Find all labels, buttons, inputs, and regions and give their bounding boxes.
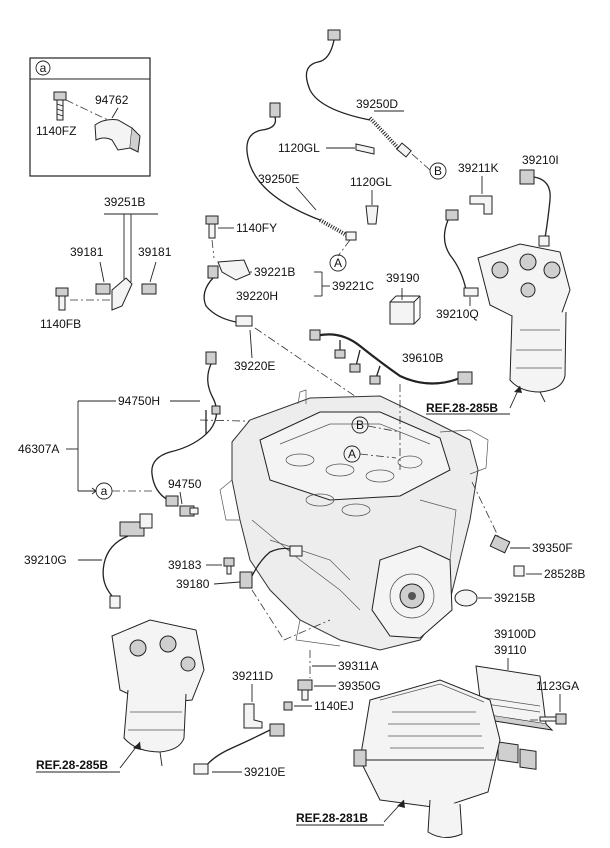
sensor-39210g (102, 513, 153, 609)
bolt-1140fy (205, 215, 219, 239)
sensor-39180 (239, 545, 303, 589)
ref-lower: REF.28-285B (36, 758, 108, 772)
label-1140fb: 1140FB (40, 317, 81, 331)
callout-b-1: B (434, 164, 442, 178)
label-39100d: 39100D (494, 627, 536, 641)
label-39250e: 39250E (258, 172, 299, 186)
inset-box: a 94762 1140FZ (29, 57, 151, 177)
sensor-39250e (246, 102, 357, 241)
sensor-39350f (489, 534, 511, 554)
ref-arrow-lower (119, 741, 141, 769)
callout-b-circle-1 (429, 162, 447, 180)
label-39220e: 39220E (234, 359, 275, 373)
label-46307a: 46307A (18, 442, 59, 456)
ecu-39100d (475, 665, 554, 770)
bracket-94762 (94, 119, 141, 153)
label-1140fz: 1140FZ (36, 124, 76, 138)
bracket-39211k (469, 195, 493, 215)
clip-39181-left (95, 283, 111, 295)
bracket-39251b (111, 277, 133, 311)
label-39250d: 39250D (356, 97, 398, 111)
exhaust-manifold-upper (477, 243, 571, 403)
callout-b-2: B (356, 418, 364, 432)
inset-marker-circle (35, 60, 51, 76)
callout-a-lower: a (101, 484, 108, 498)
harness-94750h (151, 351, 221, 507)
inset-marker: a (40, 61, 47, 75)
sensor-39250d (305, 29, 412, 158)
bolt-1123ga (539, 713, 567, 725)
sensor-39210q (443, 209, 479, 297)
label-1140fy: 1140FY (236, 221, 277, 235)
plug-39215b (454, 589, 478, 607)
bracket-39211d (243, 703, 263, 729)
label-39221c: 39221C (332, 279, 374, 293)
label-94762: 94762 (95, 93, 129, 107)
sensor-39350g (297, 679, 313, 701)
bolt-39183 (223, 557, 235, 575)
ref-arrow-bottom (383, 799, 405, 823)
bolt-28528b (513, 565, 525, 577)
callout-a-upper-2: A (348, 447, 356, 461)
label-39610b: 39610B (402, 351, 443, 365)
label-39180: 39180 (176, 577, 210, 591)
exhaust-manifold-lower (111, 619, 205, 767)
sensor-39210e (193, 723, 285, 775)
clip-39181-right (141, 283, 157, 295)
ref-bottom: REF.28-281B (296, 811, 368, 825)
label-39211k: 39211K (458, 161, 498, 175)
relay-39190 (389, 295, 421, 325)
label-39190: 39190 (386, 271, 420, 285)
label-39215b: 39215B (494, 591, 535, 605)
label-39350f: 39350F (532, 541, 573, 555)
engine-block (219, 389, 489, 651)
label-28528b: 28528B (544, 567, 585, 581)
label-1120gl-lower: 1120GL (350, 175, 392, 189)
label-39110: 39110 (494, 643, 527, 657)
label-39183: 39183 (168, 558, 202, 572)
bolt-1140fz (53, 91, 67, 121)
callout-b-circle-2 (351, 416, 369, 434)
label-1120gl-upper: 1120GL (278, 141, 320, 155)
label-1140ej: 1140EJ (314, 699, 354, 713)
label-39350g: 39350G (338, 679, 381, 693)
label-39251b: 39251B (104, 195, 145, 209)
label-39311a: 39311A (338, 659, 378, 673)
label-39181-left: 39181 (70, 245, 104, 259)
clip-1120gl-lower (365, 205, 379, 225)
label-39210g: 39210G (24, 553, 67, 567)
harness-39610b (309, 329, 473, 385)
callout-a-circle-1 (329, 254, 347, 272)
callout-a-upper-1: A (334, 256, 342, 270)
bracket-39221b (217, 259, 251, 281)
ref-upper: REF.28-285B (426, 401, 498, 415)
sensor-39220h (203, 265, 253, 327)
label-39181-right: 39181 (138, 245, 172, 259)
sensor-39210i (519, 169, 551, 247)
bolt-1140ej (283, 701, 293, 711)
label-1123ga: 1123GA (536, 679, 579, 693)
label-39220h: 39220H (236, 289, 278, 303)
clip-1120gl-upper (355, 143, 375, 155)
air-cleaner (353, 679, 501, 838)
label-39210q: 39210Q (436, 307, 479, 321)
label-39221b: 39221B (254, 265, 295, 279)
label-94750: 94750 (168, 477, 202, 491)
label-39211d: 39211D (232, 669, 273, 683)
ref-arrow-upper (509, 385, 522, 409)
label-94750h: 94750H (118, 394, 160, 408)
bolt-1140fb (55, 287, 69, 311)
label-39210i: 39210I (522, 153, 559, 167)
sensor-94750 (179, 505, 199, 517)
label-39210e: 39210E (244, 765, 285, 779)
